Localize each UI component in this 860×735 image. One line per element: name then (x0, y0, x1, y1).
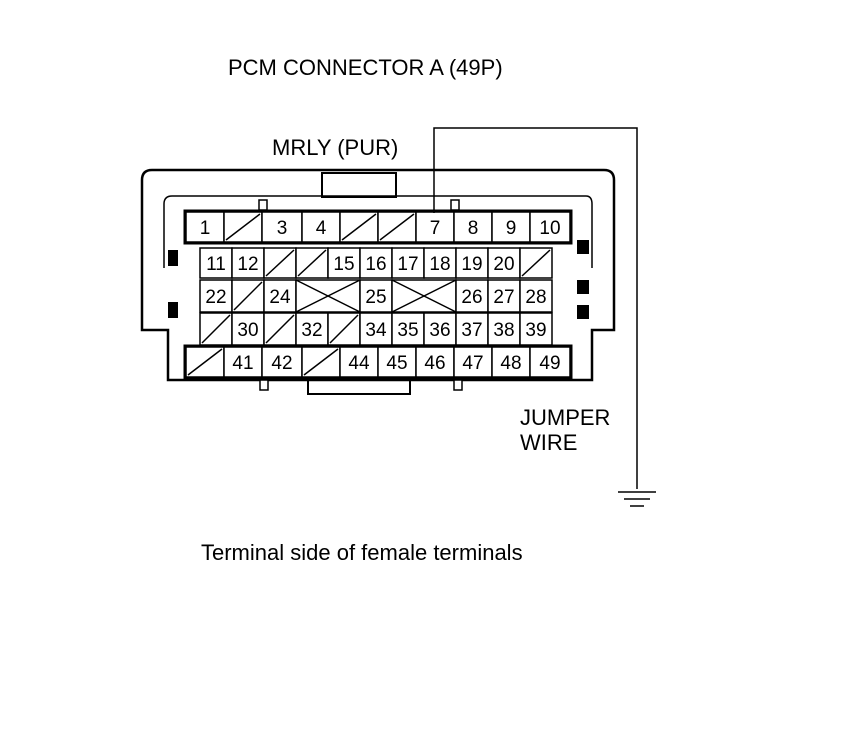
blank-terminal-cross (391, 279, 457, 313)
terminal-number: 48 (500, 353, 521, 374)
side-keys (168, 240, 589, 319)
empty-terminal-slash (187, 348, 223, 376)
terminal-number: 25 (365, 287, 386, 308)
terminal-cell (231, 247, 265, 279)
terminal-cell (455, 279, 489, 313)
terminal-cell (415, 211, 455, 243)
terminal-number: 20 (493, 254, 514, 275)
terminal-number: 7 (430, 218, 441, 239)
terminal-cell (199, 247, 233, 279)
terminal-number: 45 (386, 353, 407, 374)
terminal-number: 16 (365, 254, 386, 275)
terminal-cell (359, 247, 393, 279)
terminal-number: 46 (424, 353, 445, 374)
jumper-label-line1: JUMPER (520, 405, 610, 430)
terminal-cell (377, 346, 417, 378)
blank-terminal-cross (295, 279, 361, 313)
empty-terminal-slash (303, 348, 339, 376)
terminal-cell (223, 346, 263, 378)
terminal-cell (231, 312, 265, 346)
terminal-cell (519, 279, 553, 313)
terminal-cell (455, 312, 489, 346)
empty-terminal-slash (341, 213, 377, 241)
empty-terminal-slash (521, 249, 551, 277)
terminal-number: 24 (269, 287, 291, 308)
terminal-cell (415, 346, 455, 378)
terminal-cell (453, 346, 493, 378)
terminal-number: 1 (200, 218, 211, 239)
terminal-number: 17 (397, 254, 418, 275)
ground-icon (618, 491, 656, 507)
terminal-cell (261, 211, 303, 243)
terminal-number: 3 (277, 218, 288, 239)
terminal-number: 10 (539, 218, 560, 239)
terminal-number: 19 (461, 254, 482, 275)
empty-terminal-slash (233, 281, 263, 311)
terminal-number: 11 (206, 254, 226, 275)
jumper-label-line2: WIRE (520, 430, 577, 455)
terminal-number: 42 (271, 353, 292, 374)
terminal-number: 35 (397, 320, 418, 341)
terminal-cell (529, 211, 571, 243)
terminal-cell (301, 211, 341, 243)
terminal-number: 27 (493, 287, 514, 308)
terminal-number: 47 (462, 353, 483, 374)
terminal-cell (487, 247, 521, 279)
terminal-number: 34 (365, 320, 387, 341)
terminal-number: 26 (461, 287, 482, 308)
terminal-cell (391, 247, 425, 279)
terminal-number: 9 (506, 218, 517, 239)
terminal-number: 49 (539, 353, 560, 374)
jumper-wire (433, 127, 638, 489)
terminal-cell (339, 346, 379, 378)
terminal-cell (491, 211, 531, 243)
terminal-cell (359, 279, 393, 313)
terminal-number: 36 (429, 320, 450, 341)
terminal-cell (529, 346, 571, 378)
terminal-cell (455, 247, 489, 279)
terminal-number: 44 (348, 353, 370, 374)
terminal-number: 15 (333, 254, 354, 275)
wire-label: MRLY (PUR) (272, 135, 398, 160)
empty-terminal-slash (265, 314, 295, 344)
terminal-number: 28 (525, 287, 546, 308)
terminal-number: 18 (429, 254, 450, 275)
terminal-number: 39 (525, 320, 546, 341)
terminal-cell (491, 346, 531, 378)
terminal-cell (261, 346, 303, 378)
diagram-title: PCM CONNECTOR A (49P) (228, 55, 503, 80)
terminal-cell (487, 312, 521, 346)
terminal-number: 30 (237, 320, 258, 341)
terminal-cell (519, 312, 553, 346)
connector-housing (140, 168, 616, 395)
terminal-number: 41 (232, 353, 253, 374)
terminal-number: 37 (461, 320, 482, 341)
caption: Terminal side of female terminals (201, 540, 523, 565)
empty-terminal-slash (265, 249, 295, 277)
terminal-number: 32 (301, 320, 322, 341)
empty-terminal-slash (225, 213, 261, 241)
terminal-number: 12 (237, 254, 258, 275)
terminal-number: 8 (468, 218, 479, 239)
terminal-number: 4 (316, 218, 327, 239)
terminal-number: 22 (205, 287, 226, 308)
empty-terminal-slash (329, 314, 359, 344)
terminal-number: 38 (493, 320, 514, 341)
empty-terminal-slash (379, 213, 415, 241)
empty-terminal-slash (297, 249, 327, 277)
empty-terminal-slash (201, 314, 231, 344)
terminal-cell (391, 312, 425, 346)
terminal-cell (263, 279, 297, 313)
terminal-cell (423, 312, 457, 346)
